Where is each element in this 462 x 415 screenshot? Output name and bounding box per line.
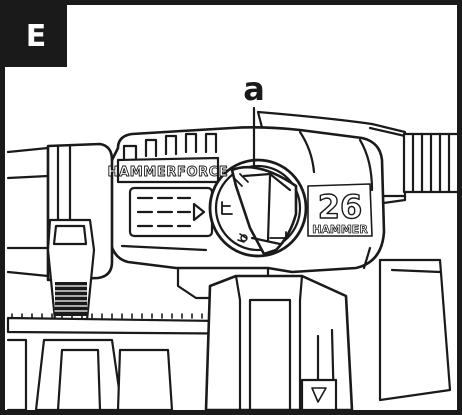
model-badge [307, 183, 373, 237]
model-number: 26 [318, 188, 363, 226]
cable-strain-relief [402, 132, 462, 194]
panel-label: E [5, 5, 67, 67]
handle-body [204, 274, 354, 412]
cooling-fins [122, 132, 218, 162]
hammer-mode-symbol [221, 201, 233, 215]
model-word: HAMMER [312, 223, 368, 236]
mode-selector-dial [208, 158, 308, 258]
drill-mode-symbol [237, 233, 248, 243]
direction-indicator [128, 186, 214, 238]
side-handle-clamp [46, 218, 96, 332]
callout-label-a: a [243, 70, 265, 108]
side-handle [6, 338, 174, 412]
clamp-grip-texture [55, 282, 87, 316]
brand-label: HAMMERFORCE [108, 165, 229, 180]
dial-pointer-marker [233, 173, 287, 239]
